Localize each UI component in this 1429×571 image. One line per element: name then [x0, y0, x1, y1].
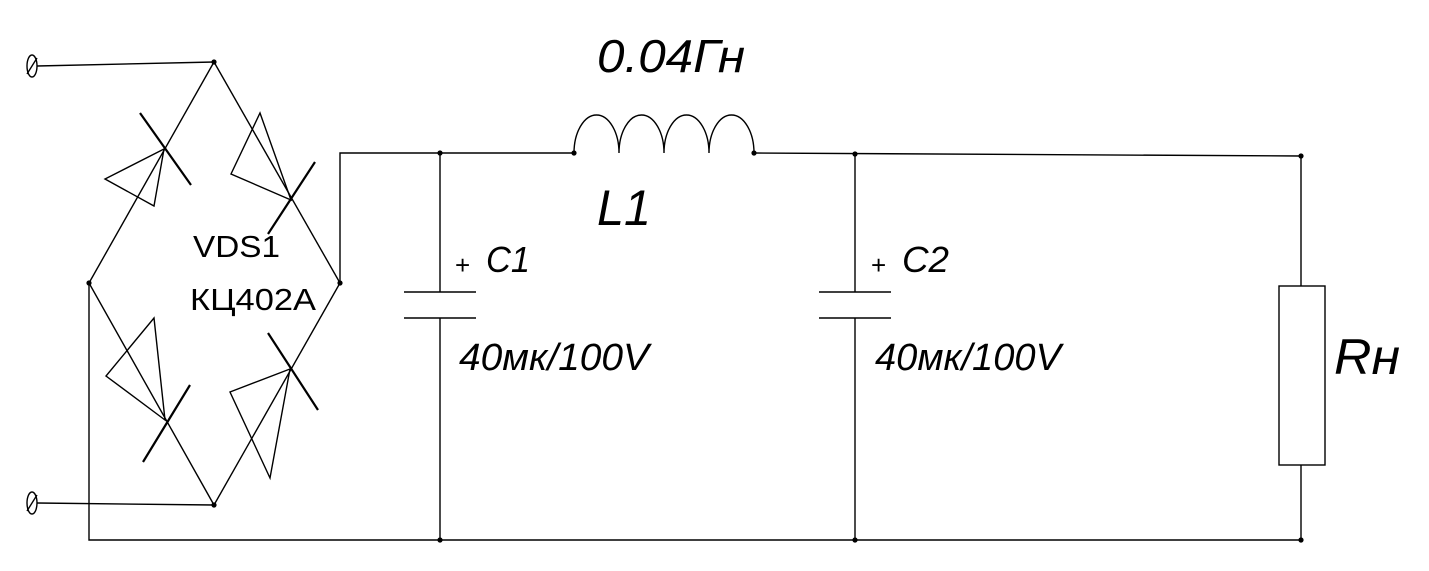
node-load-top: [1298, 153, 1304, 159]
load-resistor: Rн: [1278, 285, 1400, 466]
diode-d2: [230, 111, 316, 235]
diode-bridge: VDS1 КЦ402А: [86, 59, 343, 508]
capacitor-c1-polarity: +: [455, 250, 470, 280]
capacitor-c1-value: 40мк/100V: [459, 337, 653, 379]
capacitor-c2: + C2 40мк/100V: [819, 239, 1065, 379]
bridge-ref-label: VDS1: [193, 229, 280, 264]
inductor-value-label: 0.04Гн: [597, 30, 745, 82]
input-wires: [36, 61, 215, 506]
bridge-node-top: [211, 59, 217, 65]
capacitor-c2-ref: C2: [902, 239, 949, 280]
inductor-ref-label: L1: [597, 180, 651, 236]
inductor-l1: 0.04Гн L1: [573, 30, 755, 236]
node-c2-bottom: [852, 537, 858, 543]
diode-d1: [103, 112, 192, 208]
diode-d4: [229, 332, 319, 481]
node-load-bottom: [1298, 537, 1304, 543]
load-ref-label: Rн: [1334, 329, 1400, 385]
node-c1-bottom: [437, 537, 443, 543]
node-c2-top: [852, 151, 858, 157]
bridge-node-bottom: [211, 502, 217, 508]
dc-wiring: [88, 150, 1304, 543]
input-terminal-top: [26, 54, 38, 78]
capacitor-c1-ref: C1: [486, 239, 530, 280]
diode-d3: [104, 316, 191, 463]
node-c1-top: [437, 150, 443, 156]
bridge-part-label: КЦ402А: [190, 282, 316, 317]
capacitor-c2-polarity: +: [871, 250, 886, 280]
capacitor-c2-value: 40мк/100V: [875, 337, 1065, 379]
input-terminal-bottom: [26, 491, 38, 515]
capacitor-c1: + C1 40мк/100V: [404, 239, 653, 379]
